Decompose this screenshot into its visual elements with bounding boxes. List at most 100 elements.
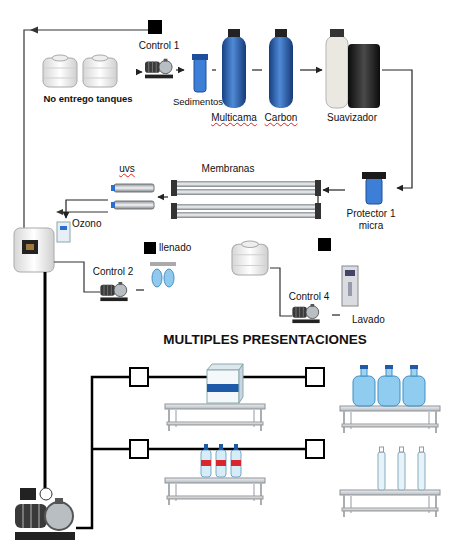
- equipment-node: Ozono: [55, 218, 105, 248]
- membrane-tubes: [176, 204, 316, 210]
- uv-lamps: [114, 201, 154, 209]
- equipment-node: Control 2: [90, 266, 136, 304]
- steel-table: [260, 409, 262, 431]
- filling-station: [150, 262, 176, 266]
- equipment-label: Membranas: [168, 163, 288, 175]
- steel-table: [165, 478, 265, 483]
- equipment-node: Control 1: [142, 40, 176, 84]
- cartridge-housing: [362, 172, 386, 204]
- return-line: [14, 27, 148, 249]
- small-bottle-set: [418, 452, 425, 490]
- small-bottle-set: [400, 447, 404, 452]
- steel-table: [435, 411, 437, 433]
- pump-symbol: [145, 59, 173, 79]
- uv-lamps: [60, 211, 108, 212]
- water-box: [207, 384, 239, 392]
- jug-set: [385, 365, 393, 369]
- water-box: [239, 364, 243, 403]
- steel-table: [165, 478, 265, 505]
- filling-station: [164, 269, 174, 287]
- pump-symbol: [145, 59, 173, 79]
- pump-symbol: [292, 304, 319, 323]
- equipment-node: Carbon: [262, 28, 300, 126]
- water-box: [207, 370, 239, 403]
- steel-table: [165, 404, 265, 431]
- uv-lamps: [111, 185, 115, 191]
- uv-lamps: [111, 202, 115, 208]
- filling-station: [152, 269, 162, 287]
- steel-table: [340, 490, 440, 495]
- equipment-node: uvs: [108, 163, 158, 215]
- distribution-line: [92, 448, 130, 451]
- bottle-set: [234, 444, 238, 450]
- equipment-label: Control 4: [282, 291, 336, 303]
- pump-symbol: [292, 304, 319, 323]
- return-line: [30, 27, 38, 34]
- washing-machine: [345, 270, 355, 276]
- equipment-label: Protector 1 micra: [345, 208, 397, 232]
- ozone-generator: [57, 222, 70, 242]
- multimedia-tank: [228, 29, 240, 37]
- steel-table: [168, 483, 170, 505]
- wash-tank: [232, 241, 268, 275]
- jug-set: [403, 376, 425, 406]
- equipment-label: llenado: [159, 242, 193, 254]
- distribution-line: [45, 272, 306, 528]
- main-tank: [14, 228, 54, 272]
- cartridge-housing: [362, 172, 386, 179]
- uv-lamps: [56, 209, 63, 215]
- jug-set: [386, 368, 392, 376]
- distribution-line: [148, 448, 306, 451]
- wash-tank: [232, 241, 292, 316]
- storage-tanks: [43, 55, 77, 87]
- control-square: [148, 20, 162, 34]
- flow-connector: [176, 69, 184, 70]
- equipment-node: Multicama: [216, 28, 252, 126]
- carbon-tank: [275, 29, 287, 37]
- equipment-node: Lavado: [340, 262, 396, 330]
- ozone-generator: [60, 226, 67, 230]
- equipment-label: Carbon: [260, 112, 302, 124]
- softener-tanks: [348, 44, 380, 108]
- softener-tanks: [326, 36, 348, 108]
- equipment-node: Protector 1 micra: [345, 168, 397, 240]
- membrane-tubes: [315, 203, 321, 219]
- multimedia-tank: [222, 36, 246, 108]
- membrane-tubes: [315, 180, 321, 196]
- equipment-node: Control 4: [286, 236, 332, 326]
- equipment-label: Suavizador: [318, 112, 386, 124]
- steel-table: [435, 495, 437, 517]
- equipment-node: No entrego tanques: [36, 50, 140, 106]
- carbon-tank: [269, 29, 293, 108]
- flow-connector: [332, 314, 340, 315]
- cartridge-housing: [366, 178, 382, 204]
- water-box: [207, 364, 243, 370]
- washing-machine: [348, 282, 352, 296]
- small-bottle-set: [398, 452, 405, 490]
- sediment-filter: [194, 58, 206, 92]
- jug-set: [361, 368, 367, 376]
- control-square: [318, 238, 331, 251]
- equipment-node: llenado: [144, 240, 190, 292]
- jug-set: [378, 376, 400, 406]
- pump-symbol: [100, 282, 127, 301]
- equipment-node: Membranas: [168, 163, 323, 223]
- flow-connector: [252, 69, 262, 70]
- steel-table: [340, 490, 440, 517]
- section-title: MULTIPLES PRESENTACIONES: [120, 332, 410, 347]
- filling-station: [150, 262, 176, 287]
- membrane-tubes: [171, 180, 177, 196]
- flow-connector: [300, 69, 322, 70]
- hydro-pump: [20, 488, 36, 500]
- control-square: [318, 238, 331, 251]
- equipment-label: Sedimentos: [170, 96, 226, 107]
- steel-table: [340, 406, 440, 433]
- valve-box: [130, 368, 324, 458]
- membrane-tubes: [176, 212, 316, 218]
- water-box: [207, 364, 243, 403]
- storage-tanks: [83, 55, 117, 87]
- equipment-label: Control 2: [86, 266, 140, 278]
- flow-connector: [140, 71, 142, 72]
- distribution-line: [44, 272, 47, 488]
